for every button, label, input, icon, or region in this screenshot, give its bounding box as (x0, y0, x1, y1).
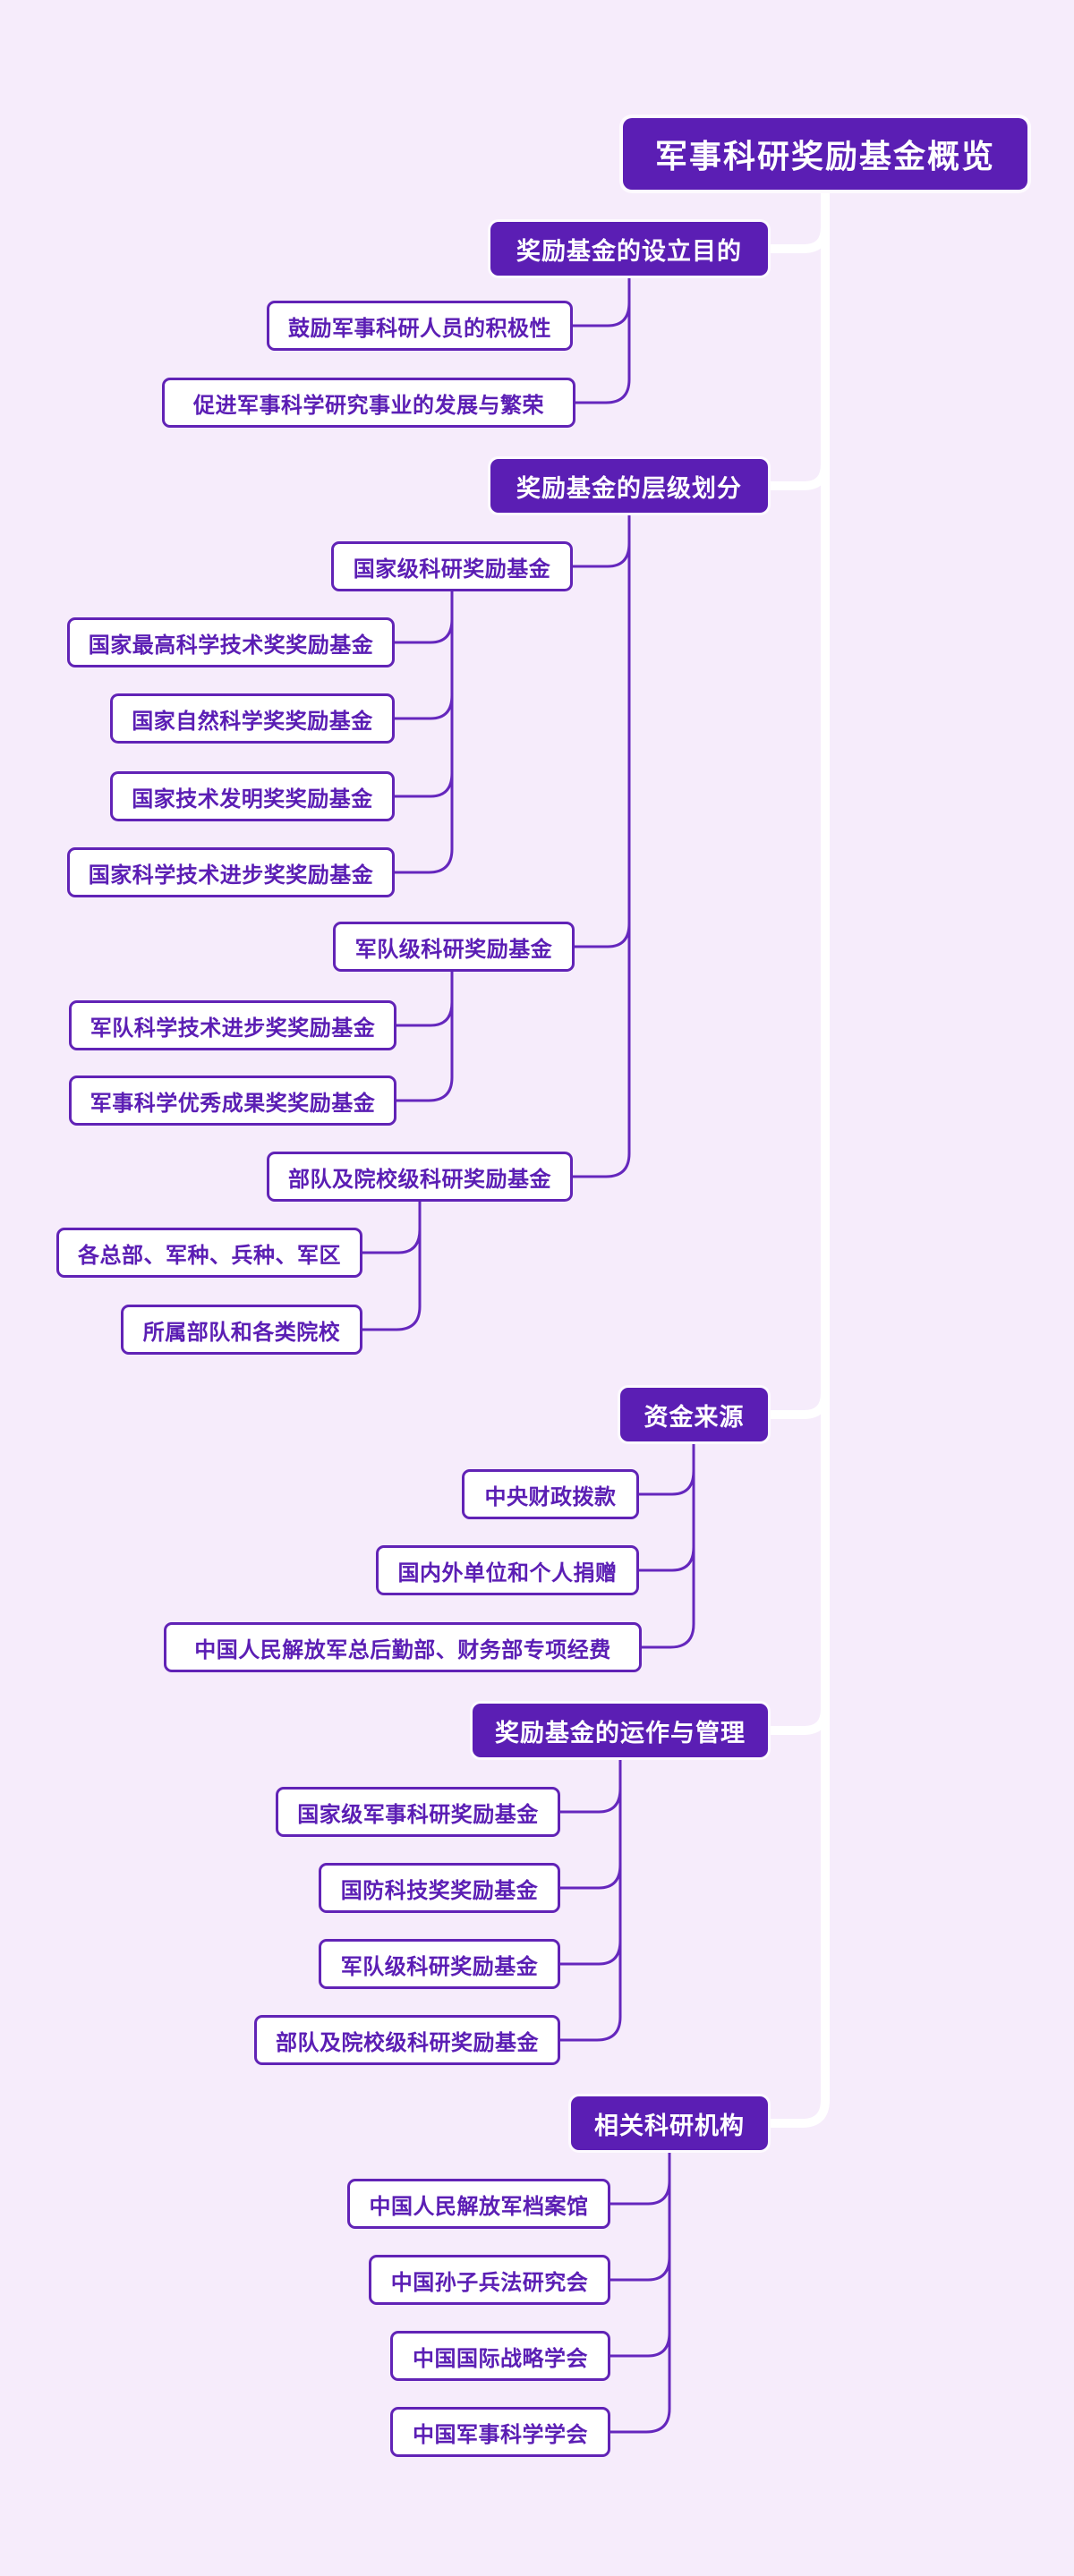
topic-node[interactable]: 促进军事科学研究事业的发展与繁荣 (162, 378, 575, 428)
topic-node[interactable]: 鼓励军事科研人员的积极性 (267, 301, 573, 351)
topic-node[interactable]: 国家级科研奖励基金 (331, 541, 573, 591)
topic-node[interactable]: 中国军事科学学会 (390, 2407, 610, 2457)
subtopic-node[interactable]: 国家科学技术进步奖奖励基金 (67, 847, 395, 897)
spine-stub-2 (763, 460, 830, 490)
subtopic-node[interactable]: 军事科学优秀成果奖奖励基金 (69, 1075, 396, 1126)
branch-operation-management[interactable]: 奖励基金的运作与管理 (473, 1704, 768, 1757)
subtopic-node[interactable]: 国家最高科学技术奖奖励基金 (67, 617, 395, 667)
topic-node[interactable]: 国内外单位和个人捐赠 (376, 1545, 639, 1595)
subtopic-node[interactable]: 所属部队和各类院校 (121, 1305, 362, 1355)
topic-node[interactable]: 部队及院校级科研奖励基金 (267, 1152, 573, 1202)
topic-node[interactable]: 中国国际战略学会 (390, 2331, 610, 2381)
branch-setup-purpose[interactable]: 奖励基金的设立目的 (490, 222, 768, 276)
spine-stub-4 (763, 1705, 830, 1735)
topic-node[interactable]: 国家级军事科研奖励基金 (276, 1787, 560, 1837)
topic-node[interactable]: 军队级科研奖励基金 (319, 1939, 560, 1989)
topic-node[interactable]: 中国人民解放军总后勤部、财务部专项经费 (164, 1622, 642, 1672)
topic-node[interactable]: 国防科技奖奖励基金 (319, 1863, 560, 1913)
branch-related-institutions[interactable]: 相关科研机构 (571, 2096, 768, 2150)
branch-funding-sources[interactable]: 资金来源 (620, 1388, 768, 1441)
branch-fund-levels[interactable]: 奖励基金的层级划分 (490, 459, 768, 513)
spine-stub-3 (763, 1389, 830, 1419)
subtopic-node[interactable]: 军队科学技术进步奖奖励基金 (69, 1000, 396, 1050)
subtopic-node[interactable]: 国家技术发明奖奖励基金 (110, 771, 395, 821)
spine-stub-1 (763, 223, 830, 253)
topic-node[interactable]: 部队及院校级科研奖励基金 (254, 2015, 560, 2065)
spine-line (763, 183, 830, 2128)
subtopic-node[interactable]: 国家自然科学奖奖励基金 (110, 693, 395, 744)
topic-node[interactable]: 中央财政拨款 (462, 1469, 639, 1519)
topic-node[interactable]: 中国人民解放军档案馆 (347, 2179, 610, 2229)
subtopic-node[interactable]: 各总部、军种、兵种、军区 (56, 1228, 362, 1278)
topic-node[interactable]: 军队级科研奖励基金 (333, 922, 575, 972)
mindmap-root[interactable]: 军事科研奖励基金概览 (623, 118, 1027, 190)
topic-node[interactable]: 中国孙子兵法研究会 (369, 2255, 610, 2305)
